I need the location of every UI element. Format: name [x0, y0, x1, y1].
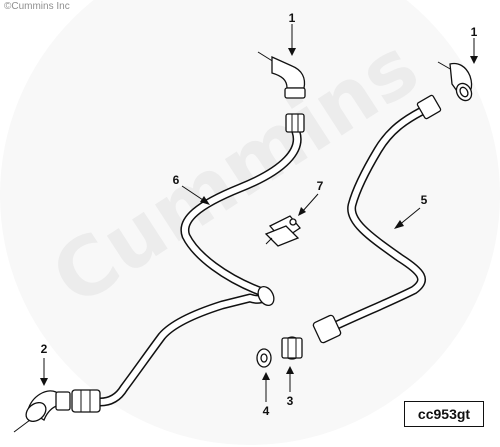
callout-2: 2 — [41, 342, 48, 356]
connector-3 — [281, 336, 303, 360]
clamp-7 — [264, 215, 301, 247]
callout-1-center: 1 — [289, 11, 296, 25]
callout-1-right: 1 — [471, 25, 478, 39]
pipe-5-nut — [312, 314, 342, 344]
elbow-fitting-1-center — [257, 51, 306, 133]
sealing-washer-4 — [256, 348, 272, 368]
callout-7: 7 — [317, 179, 324, 193]
callout-3: 3 — [287, 394, 294, 408]
callout-6: 6 — [173, 173, 180, 187]
copyright-notice: ©Cummins Inc — [4, 1, 70, 12]
callout-4: 4 — [263, 404, 270, 418]
elbow-fitting-1-right — [416, 61, 473, 120]
callout-5: 5 — [421, 193, 428, 207]
elbow-fitting-2 — [13, 389, 101, 433]
callout-arrows — [40, 24, 478, 402]
pipe-6 — [95, 127, 302, 407]
figure-id: cc953gt — [417, 406, 471, 422]
figure-id-box: cc953gt — [404, 401, 484, 427]
pipe-5 — [330, 106, 427, 331]
